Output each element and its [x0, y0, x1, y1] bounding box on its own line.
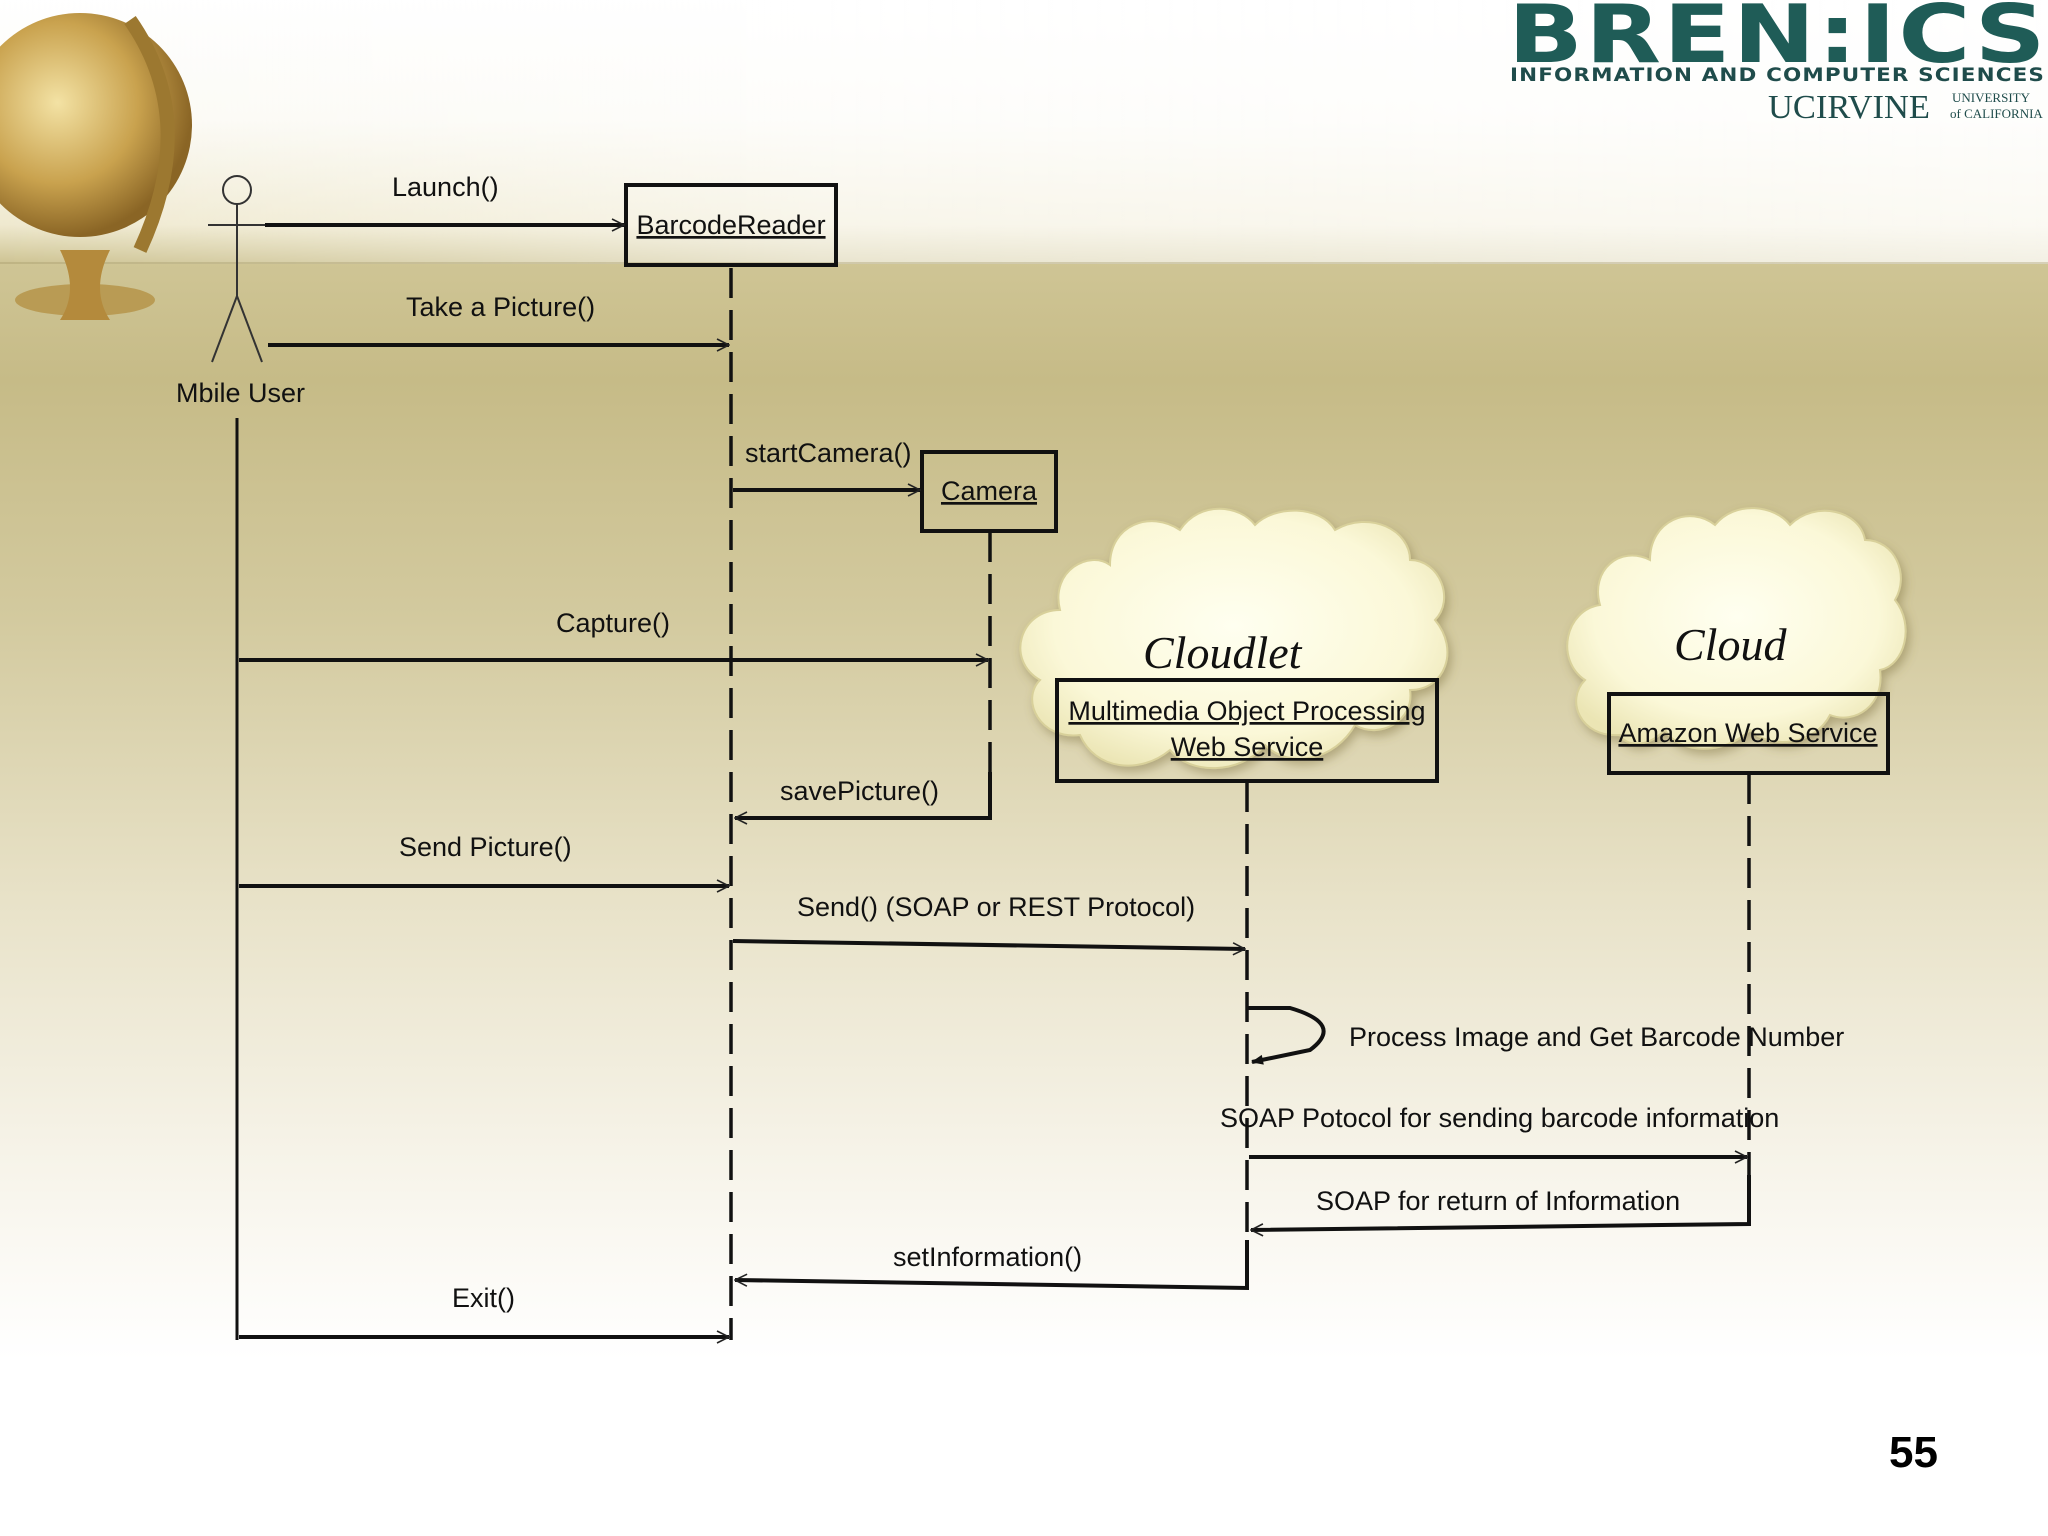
lifelines — [235, 268, 1751, 1340]
camera-box: Camera — [920, 450, 1058, 533]
logo-subtitle: INFORMATION AND COMPUTER SCIENCES — [1510, 64, 2045, 86]
process-image-self-arrow — [1247, 1006, 1326, 1065]
set-information-label: setInformation() — [893, 1242, 1082, 1272]
globe-decoration-icon — [0, 13, 192, 320]
cloud-cloud-shape — [1566, 507, 1907, 750]
cloud-title: Cloud — [1674, 619, 1787, 670]
cloudlet-service-label-line1: Multimedia Object Processing — [1068, 696, 1425, 726]
page-number: 55 — [1889, 1428, 1938, 1477]
soap-return-label: SOAP for return of Information — [1316, 1186, 1680, 1216]
logo-uc-line2: of CALIFORNIA — [1950, 106, 2043, 121]
bren-ics-logo: BREN:ICS INFORMATION AND COMPUTER SCIENC… — [1508, 0, 2048, 126]
soap-return-arrow — [1251, 1175, 1751, 1230]
logo-university: UCIRVINE — [1768, 89, 1930, 126]
launch-label: Launch() — [392, 172, 499, 202]
logo-word: BREN:ICS — [1508, 0, 2048, 81]
cloudlet-service-box: Multimedia Object Processing Web Service — [1055, 678, 1439, 783]
process-image-label: Process Image and Get Barcode Number — [1349, 1022, 1844, 1052]
logo-uc-line1: UNIVERSITY — [1952, 90, 2031, 105]
take-picture-label: Take a Picture() — [406, 292, 595, 322]
send-picture-label: Send Picture() — [399, 832, 572, 862]
start-camera-label: startCamera() — [745, 438, 912, 468]
user-actor-icon — [208, 175, 266, 363]
cloud-service-label: Amazon Web Service — [1618, 718, 1877, 748]
capture-label: Capture() — [556, 608, 670, 638]
barcode-reader-label: BarcodeReader — [636, 210, 825, 240]
cloud-service-box: Amazon Web Service — [1607, 692, 1890, 775]
send-soap-rest-arrow — [732, 939, 1245, 949]
save-picture-label: savePicture() — [780, 776, 939, 806]
camera-label: Camera — [941, 476, 1038, 506]
header-band — [0, 0, 2048, 264]
soap-send-label: SOAP Potocol for sending barcode informa… — [1220, 1103, 1779, 1133]
set-information-arrow — [735, 1240, 1249, 1291]
cloudlet-title: Cloudlet — [1143, 627, 1303, 678]
cloudlet-service-label-line2: Web Service — [1171, 732, 1324, 762]
send-soap-rest-label: Send() (SOAP or REST Protocol) — [797, 892, 1195, 922]
save-picture-arrow — [735, 772, 992, 818]
user-actor-label: Mbile User — [176, 378, 305, 408]
cloudlet-cloud-shape — [1019, 507, 1449, 770]
barcode-reader-box: BarcodeReader — [624, 183, 838, 267]
exit-label: Exit() — [452, 1283, 515, 1313]
